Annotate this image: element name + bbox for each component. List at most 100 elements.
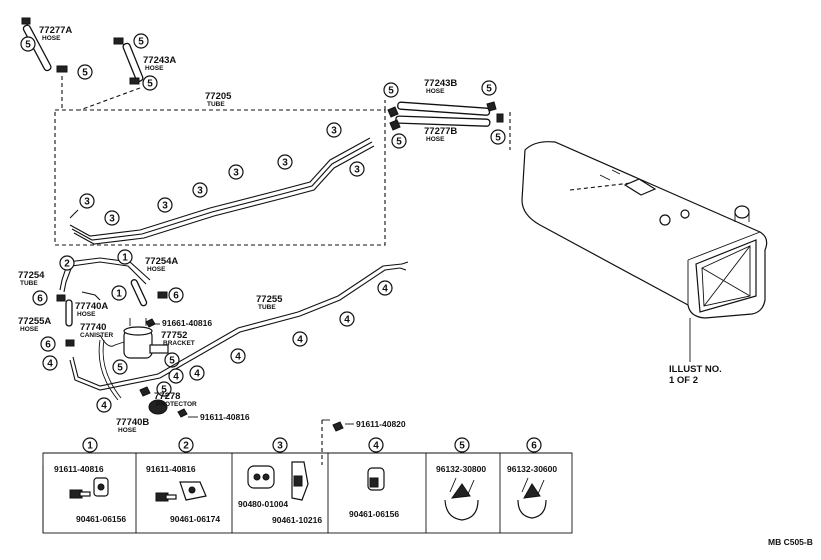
part-number: 77278 <box>154 391 180 402</box>
tank-sender-unit <box>623 178 657 196</box>
callout-6 <box>32 290 48 306</box>
callout-5 <box>490 129 506 145</box>
callout-5 <box>454 437 470 453</box>
callout-4 <box>292 331 308 347</box>
legend-part-number: 90461-10216 <box>272 515 322 525</box>
hose-clamp <box>65 339 75 347</box>
callout-4 <box>168 368 184 384</box>
callout-3 <box>349 161 365 177</box>
callout-6 <box>40 336 56 352</box>
callout-2 <box>178 437 194 453</box>
hose-clip-arm <box>449 477 475 495</box>
tube-line <box>69 209 79 219</box>
part-number: 77752 <box>161 330 187 341</box>
bolt <box>145 318 156 328</box>
hose-77243a-group: 77243A HOSE <box>113 33 176 91</box>
part-name: HOSE <box>426 88 445 95</box>
fuel-tank-cross-brace <box>701 245 751 307</box>
hose-clamp <box>157 291 168 299</box>
callout-3 <box>79 193 95 209</box>
part-number: 77243B <box>424 78 457 89</box>
callout-3 <box>228 164 244 180</box>
callout-4 <box>96 397 112 413</box>
bolt-part-number: 91661-40816 <box>162 318 212 328</box>
part-number: 77255A <box>18 316 51 327</box>
clamp-hole <box>97 483 105 491</box>
part-name: BRACKET <box>163 340 195 347</box>
hose-77255a-shape <box>65 299 73 327</box>
tube-77205-box <box>54 109 386 246</box>
legend-box-4: 90461-06156 <box>349 437 399 519</box>
protector-group: 77278 PROTECTOR 91611-40816 <box>139 381 250 422</box>
tube-77254-group: 77254 TUBE 77254A HOSE <box>18 249 184 306</box>
part-name: CANISTER <box>80 332 114 339</box>
part-name: HOSE <box>145 65 164 72</box>
hose-77740b-group: 77740B HOSE <box>98 339 149 434</box>
callout-5 <box>133 33 149 49</box>
illustration-note-line1: ILLUST NO. <box>669 364 722 375</box>
hose-77243b-group: 77243B HOSE 77277B HOSE <box>383 78 511 150</box>
legend-part-number: 91611-40816 <box>146 464 196 474</box>
callout-1 <box>111 285 127 301</box>
legend-box-3: 90480-01004 90461-10216 <box>238 437 322 525</box>
hose-clip-arm <box>521 477 545 495</box>
callout-5 <box>112 359 128 375</box>
canister-hose <box>99 334 125 347</box>
hose-clip-tab <box>450 483 471 499</box>
hose-clamp <box>389 119 401 131</box>
legend-table: 91611-40816 90461-06156 91611-40816 9046… <box>42 437 573 534</box>
bolt <box>177 408 188 418</box>
callout-1 <box>117 249 133 265</box>
part-name: HOSE <box>20 326 39 333</box>
hose-77277a-shape <box>22 24 52 72</box>
clamp-slot <box>293 475 303 487</box>
part-number: 77205 <box>205 91 232 102</box>
part-name: HOSE <box>77 311 96 318</box>
callout-3 <box>192 182 208 198</box>
hose-77277a-group: 77277A HOSE <box>20 17 93 80</box>
callout-5 <box>142 75 158 91</box>
legend-part-number: 96132-30600 <box>507 464 557 474</box>
legend-box-5: 96132-30800 <box>436 437 486 521</box>
hose-clamp <box>129 77 140 85</box>
part-number: 77254 <box>18 270 45 281</box>
protector-77278-shape <box>148 399 168 415</box>
legend-part-number: 91611-40816 <box>54 464 104 474</box>
legend-box-2: 91611-40816 90461-06174 <box>146 437 220 524</box>
callout-5 <box>20 36 36 52</box>
legend-part-number: 90461-06156 <box>349 509 399 519</box>
part-name: PROTECTOR <box>156 401 197 408</box>
callout-4 <box>339 311 355 327</box>
legend-part-number: 96132-30800 <box>436 464 486 474</box>
bolt-part-number: 91611-40820 <box>356 419 406 429</box>
figure-code: MB C505-B <box>768 537 813 547</box>
leader-line <box>79 87 141 111</box>
part-number: 77255 <box>256 294 283 305</box>
hose-77243a-shape <box>122 42 144 82</box>
tube-77205-group: 77205 TUBE <box>54 91 386 246</box>
hose-77740a-shape <box>130 279 148 307</box>
part-name: HOSE <box>147 266 166 273</box>
tube-line <box>73 145 375 245</box>
fuel-tank-edge <box>687 231 761 261</box>
legend-box-6: 96132-30600 <box>507 437 557 519</box>
tank-fitting <box>680 209 690 219</box>
hose-clip-icon <box>517 499 547 519</box>
hose-clamp <box>113 37 124 45</box>
hose-77277b-shape <box>395 115 491 127</box>
callout-6 <box>526 437 542 453</box>
tube-77254-line <box>59 257 151 291</box>
hose-77255a-group: 77255A HOSE <box>18 299 75 371</box>
hose-clamp <box>486 101 497 112</box>
part-name: TUBE <box>207 101 225 108</box>
tube-77255-line <box>69 267 401 391</box>
callout-4 <box>42 355 58 371</box>
callout-3 <box>157 197 173 213</box>
grommet-hole <box>253 473 261 481</box>
callout-1 <box>82 437 98 453</box>
hose-77740a-line <box>81 291 101 301</box>
filler-neck-side <box>734 212 750 222</box>
canister-group: 77740 CANISTER 77752 BRACKET 91661-40816 <box>80 318 212 375</box>
legend-part-number: 90461-06156 <box>76 514 126 524</box>
